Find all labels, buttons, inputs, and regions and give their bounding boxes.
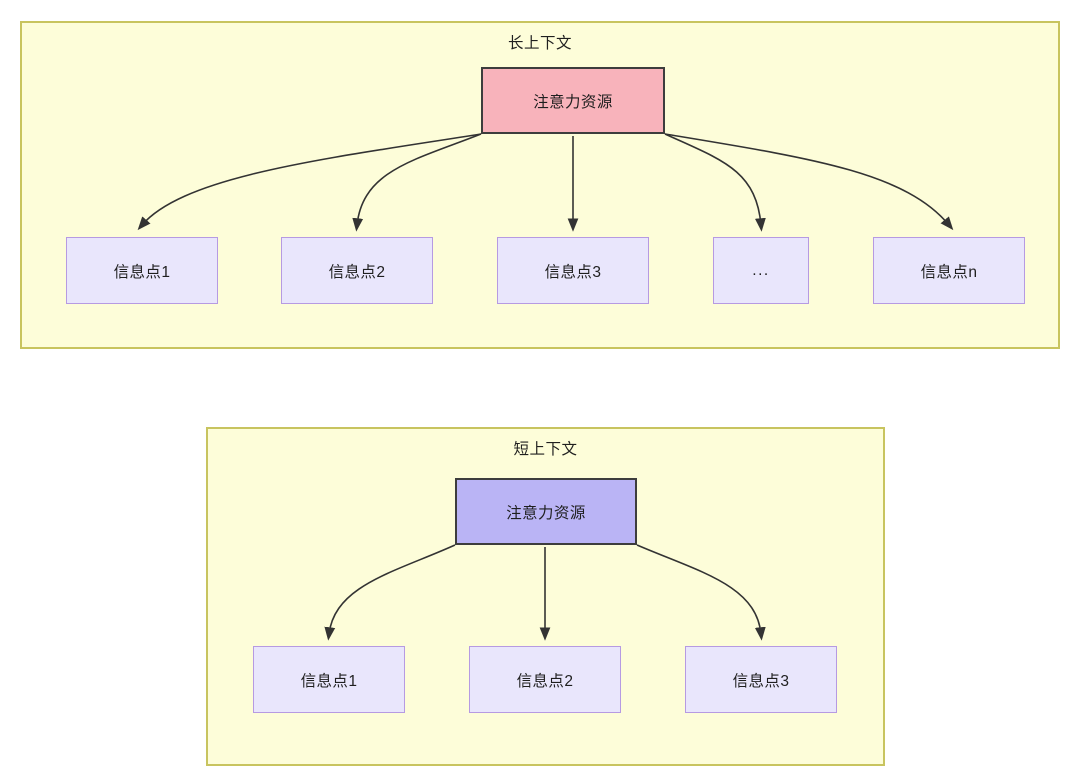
node-label: 注意力资源	[533, 93, 613, 111]
node-short-attention-resource[interactable]: 注意力资源	[455, 478, 637, 545]
node-short-info-point-1[interactable]: 信息点1	[253, 646, 405, 713]
node-label: 信息点2	[328, 263, 386, 281]
node-long-attention-resource[interactable]: 注意力资源	[481, 67, 665, 134]
node-label: 信息点3	[732, 672, 790, 690]
node-label: ...	[752, 261, 770, 279]
node-short-info-point-3[interactable]: 信息点3	[685, 646, 837, 713]
node-label: 信息点n	[920, 263, 978, 281]
node-long-info-point-n[interactable]: 信息点n	[873, 237, 1025, 304]
node-label: 注意力资源	[506, 504, 586, 522]
node-long-info-point-ellipsis[interactable]: ...	[713, 237, 809, 304]
node-label: 信息点1	[300, 672, 358, 690]
node-label: 信息点1	[113, 263, 171, 281]
node-long-info-point-1[interactable]: 信息点1	[66, 237, 218, 304]
node-long-info-point-3[interactable]: 信息点3	[497, 237, 649, 304]
node-label: 信息点3	[544, 263, 602, 281]
node-long-info-point-2[interactable]: 信息点2	[281, 237, 433, 304]
node-label: 信息点2	[516, 672, 574, 690]
node-short-info-point-2[interactable]: 信息点2	[469, 646, 621, 713]
panel-long-context-title: 长上下文	[507, 35, 572, 52]
panel-short-context-title: 短上下文	[513, 441, 578, 458]
